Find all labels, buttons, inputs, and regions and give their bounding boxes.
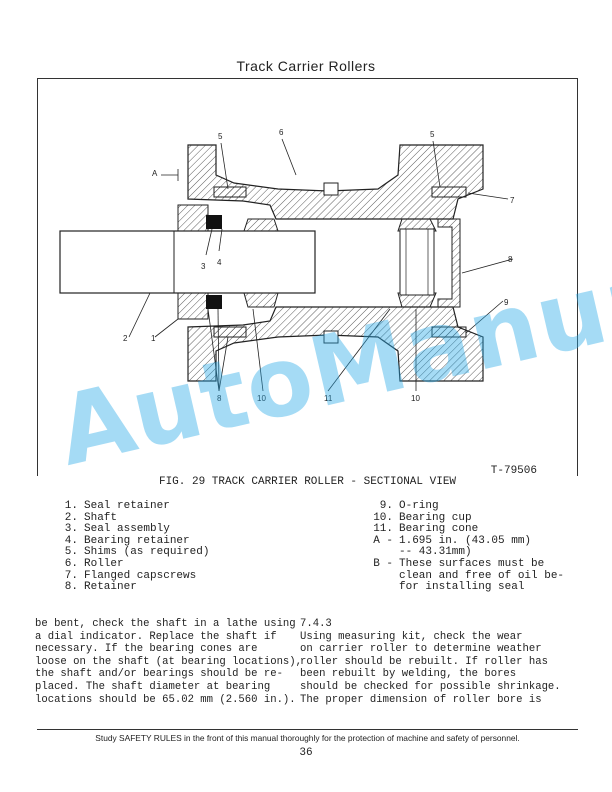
callout-9: 9 bbox=[504, 298, 509, 307]
section-paragraph: Using measuring kit, check the wear on c… bbox=[300, 630, 561, 706]
legend-item: for installing seal bbox=[399, 581, 525, 594]
legend-item: B -These surfaces must be bbox=[373, 557, 545, 570]
legend-item: 2.Shaft bbox=[64, 511, 118, 524]
legend-item: 11.Bearing cone bbox=[373, 523, 479, 536]
legend-item: 5.Shims (as required) bbox=[64, 546, 210, 559]
legend-item: 3.Seal assembly bbox=[64, 523, 170, 536]
footer-divider bbox=[37, 729, 578, 730]
legend-item: 6.Roller bbox=[64, 557, 124, 570]
bearing-cone-right-top bbox=[397, 218, 437, 232]
legend-item: A -1.695 in. (43.05 mm) bbox=[373, 534, 532, 547]
legend-left: 1.Seal retainer 2.Shaft 3.Seal assembly … bbox=[64, 500, 210, 594]
roller-upper-section bbox=[187, 144, 484, 220]
figure-id: T-79506 bbox=[490, 465, 537, 477]
legend-item: 10.Bearing cup bbox=[373, 511, 472, 524]
legend-item: -- 43.31mm) bbox=[399, 546, 472, 559]
callout-4: 4 bbox=[217, 258, 222, 267]
figure-caption-text: FIG. 29 TRACK CARRIER ROLLER - SECTIONAL… bbox=[154, 476, 461, 488]
bearing-cone-right-bottom bbox=[397, 292, 437, 308]
callout-A: A bbox=[152, 169, 158, 178]
roller-sectional-drawing: 5 6 5 7 8 9 A 3 4 2 1 8 10 11 10 bbox=[59, 128, 515, 403]
legend-item: 8.Retainer bbox=[64, 581, 137, 594]
footer-safety-note: Study SAFETY RULES in the front of this … bbox=[95, 733, 520, 743]
callout-7: 7 bbox=[510, 196, 515, 205]
bearing-cone-left-top bbox=[243, 218, 279, 232]
callout-6: 6 bbox=[279, 128, 284, 137]
callout-11: 11 bbox=[324, 394, 333, 403]
legend-item: 1.Seal retainer bbox=[64, 500, 170, 512]
legend-item: 7.Flanged capscrews bbox=[64, 569, 197, 582]
callout-8-right: 8 bbox=[508, 255, 513, 264]
roller-lower-section bbox=[187, 306, 484, 382]
seal-assembly-top bbox=[206, 215, 222, 229]
seal-assembly-bottom bbox=[206, 295, 222, 309]
legend-item: 4.Bearing retainer bbox=[64, 534, 190, 547]
callout-5-right: 5 bbox=[430, 130, 435, 139]
seal-retainer-top bbox=[177, 204, 209, 232]
seal-retainer-bottom bbox=[177, 292, 209, 320]
callout-10-right: 10 bbox=[411, 394, 420, 403]
page-number: 36 bbox=[299, 747, 313, 759]
shaft-shape bbox=[59, 230, 316, 294]
callout-5-left: 5 bbox=[218, 132, 223, 141]
page-title: Track Carrier Rollers bbox=[236, 58, 376, 74]
figure-frame: 5 6 5 7 8 9 A 3 4 2 1 8 10 11 10 T-79506 bbox=[37, 78, 578, 484]
figure-caption: FIG. 29 TRACK CARRIER ROLLER - SECTIONAL… bbox=[37, 476, 578, 488]
legend-right: 9.O-ring 10.Bearing cup 11.Bearing cone … bbox=[367, 500, 565, 594]
callout-2: 2 bbox=[123, 334, 128, 343]
end-cap bbox=[437, 218, 461, 308]
callout-8: 8 bbox=[217, 394, 222, 403]
bearing-cone-left-bottom bbox=[243, 292, 279, 308]
callout-1: 1 bbox=[151, 334, 156, 343]
callout-3: 3 bbox=[201, 262, 206, 271]
legend-item: clean and free of oil be- bbox=[399, 569, 565, 582]
legend-item: 9.O-ring bbox=[379, 500, 439, 512]
callout-10-left: 10 bbox=[257, 394, 266, 403]
body-text-left: be bent, check the shaft in a lathe usin… bbox=[35, 618, 303, 706]
section-heading: 7.4.3 bbox=[300, 618, 332, 630]
